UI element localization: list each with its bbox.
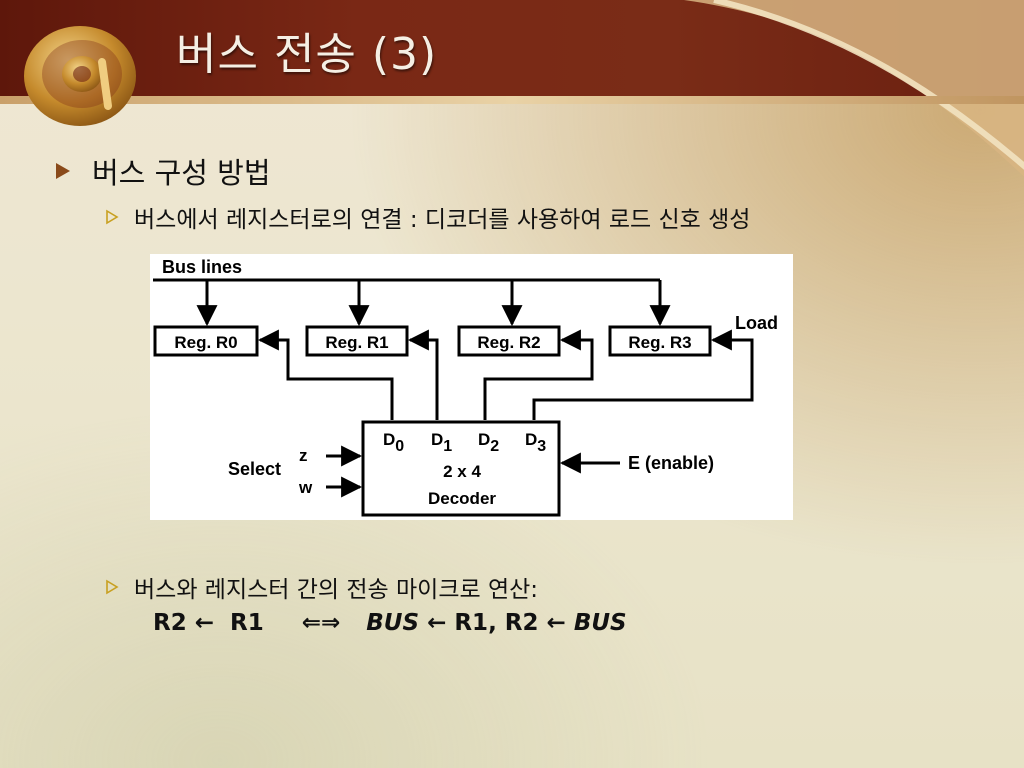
register-label: Reg. R0 — [174, 333, 237, 352]
register-label: Reg. R1 — [325, 333, 388, 352]
formula-bus-1: BUS — [366, 610, 420, 636]
register-label: Reg. R3 — [628, 333, 691, 352]
sub-bullet-text: 버스와 레지스터 간의 전송 마이크로 연산: — [134, 577, 539, 603]
register-label: Reg. R2 — [477, 333, 540, 352]
formula-bus-2: BUS — [573, 610, 627, 636]
load-label: Load — [735, 313, 778, 333]
title-band-edge — [0, 96, 1024, 104]
select-label: Select — [228, 459, 281, 479]
micro-operation-formula: R2 ← R1 ⇐⇒ BUS ← R1, R2 ← BUS — [153, 610, 627, 636]
decoder-output-d2: D2 — [478, 430, 499, 455]
register-r2: Reg. R2 — [457, 325, 561, 357]
select-input-w: w — [298, 478, 313, 497]
formula-mid: ← R1, R2 ← — [419, 610, 574, 636]
bullet-arrow-icon — [56, 163, 70, 179]
register-r0: Reg. R0 — [153, 325, 259, 357]
bullet-text: 버스 구성 방법 — [92, 156, 271, 190]
decoder-output-d1: D1 — [431, 430, 452, 455]
sub-bullet-transfer-op: 버스와 레지스터 간의 전송 마이크로 연산: — [104, 570, 538, 604]
sub-bullet-text: 버스에서 레지스터로의 연결 : 디코더를 사용하여 로드 신호 생성 — [134, 207, 751, 233]
register-r1: Reg. R1 — [305, 325, 409, 357]
select-input-z: z — [299, 446, 308, 465]
sub-bullet-decoder: 버스에서 레지스터로의 연결 : 디코더를 사용하여 로드 신호 생성 — [104, 200, 750, 234]
at-sign-logo-icon — [24, 26, 136, 126]
hollow-arrow-icon — [106, 209, 119, 225]
bullet-bus-config: 버스 구성 방법 — [56, 150, 271, 192]
double-arrow-icon: ⇐⇒ — [301, 610, 341, 636]
decoder-2x4: D0 D1 D2 D3 2 x 4 Decoder — [361, 420, 561, 517]
bus-lines-label: Bus lines — [162, 257, 242, 277]
hollow-arrow-icon — [106, 579, 119, 595]
decoder-output-d3: D3 — [525, 430, 546, 455]
decoder-name-label: Decoder — [428, 489, 496, 508]
enable-label: E (enable) — [628, 453, 714, 473]
formula-lhs: R2 ← R1 — [153, 610, 264, 636]
decoder-output-d0: D0 — [383, 430, 404, 455]
decoder-size-label: 2 x 4 — [443, 462, 481, 481]
decorative-swoosh — [684, 0, 1024, 177]
bus-decoder-diagram: Bus lines Reg. R0 Reg. R1 Reg. R2 Reg. R… — [150, 254, 793, 520]
slide-title: 버스 전송 (3) — [176, 29, 438, 80]
register-r3: Reg. R3 — [608, 325, 712, 357]
